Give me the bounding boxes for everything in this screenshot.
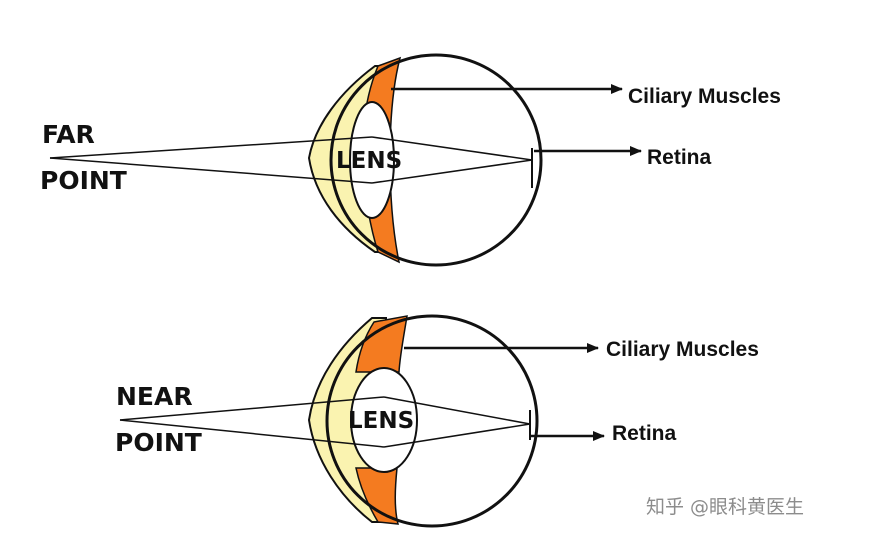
far-point-label-line2: POINT: [40, 166, 127, 195]
far-eyeball: [329, 53, 543, 267]
near-point-label-line2: POINT: [115, 428, 202, 457]
near-lens-label: LENS: [348, 408, 414, 434]
far-point-label-line1: FAR: [42, 120, 95, 149]
near-retina-label: Retina: [612, 422, 677, 445]
far-light-rays: [49, 136, 533, 184]
near-point-eye-panel: NEAR POINT LENS Ciliary Muscles Retina: [115, 314, 759, 528]
far-point-eye-panel: FAR POINT LENS Ciliary Muscles Retina: [40, 53, 781, 267]
watermark-text: 知乎 @眼科黄医生: [646, 496, 804, 518]
near-point-label-line1: NEAR: [116, 382, 193, 411]
near-eyeball: [325, 314, 539, 528]
far-lens-label: LENS: [336, 148, 402, 174]
far-retina-label: Retina: [647, 146, 712, 169]
far-lens: [349, 101, 395, 219]
near-ciliary-muscle: [355, 315, 408, 525]
near-ciliary-muscles-label: Ciliary Muscles: [606, 338, 759, 361]
near-light-rays: [119, 396, 531, 448]
far-ciliary-muscles-label: Ciliary Muscles: [628, 85, 781, 108]
